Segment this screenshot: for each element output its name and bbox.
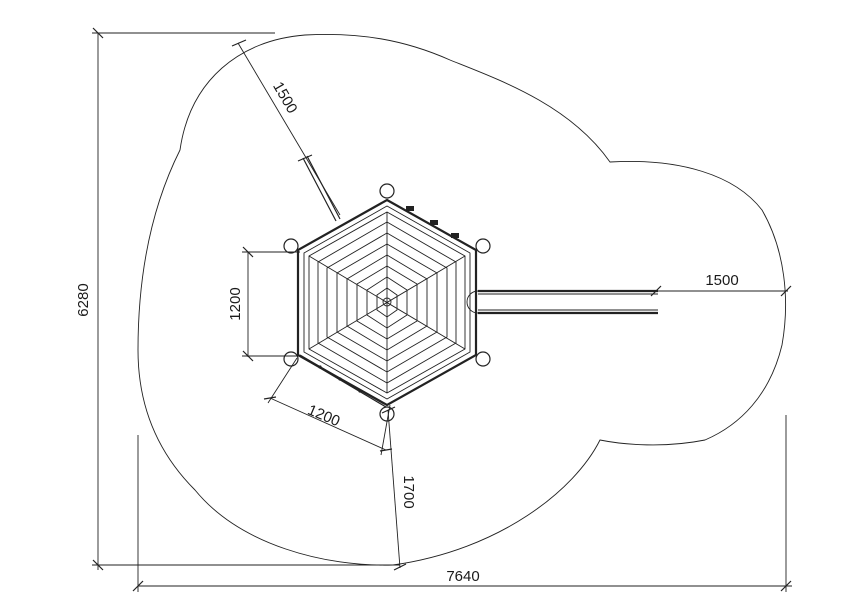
- dimension-clearance-bottom: 1700: [381, 406, 417, 571]
- post-bottom-left: [283, 351, 299, 367]
- tower-outer-frame: [296, 198, 478, 407]
- label-total-width: 7640: [446, 568, 479, 585]
- safety-zone-outline: [137, 33, 786, 566]
- post-top: [379, 183, 395, 199]
- post-top-left: [283, 238, 299, 254]
- dimension-side-left: 1200: [227, 246, 300, 362]
- post-top-right: [475, 238, 491, 254]
- label-total-height: 6280: [75, 283, 92, 316]
- label-clearance-right: 1500: [705, 272, 738, 289]
- post-bottom-right: [475, 351, 491, 367]
- dimension-total-height: 6280: [75, 27, 400, 571]
- tower-panels: [299, 206, 459, 408]
- label-side-bottom: 1200: [305, 402, 342, 431]
- corner-posts: [283, 183, 491, 422]
- ladder-top-left: [302, 155, 341, 222]
- post-bottom: [379, 406, 395, 422]
- label-side-left: 1200: [227, 287, 244, 320]
- dimension-clearance-right: 1500: [650, 272, 792, 297]
- roof-ridges: [308, 212, 466, 393]
- hexagonal-tower: [283, 183, 491, 422]
- label-clearance-bottom: 1700: [400, 475, 417, 508]
- label-clearance-top-left: 1500: [269, 79, 300, 116]
- dimension-total-width: 7640: [132, 415, 792, 592]
- slide-rails: [466, 289, 658, 315]
